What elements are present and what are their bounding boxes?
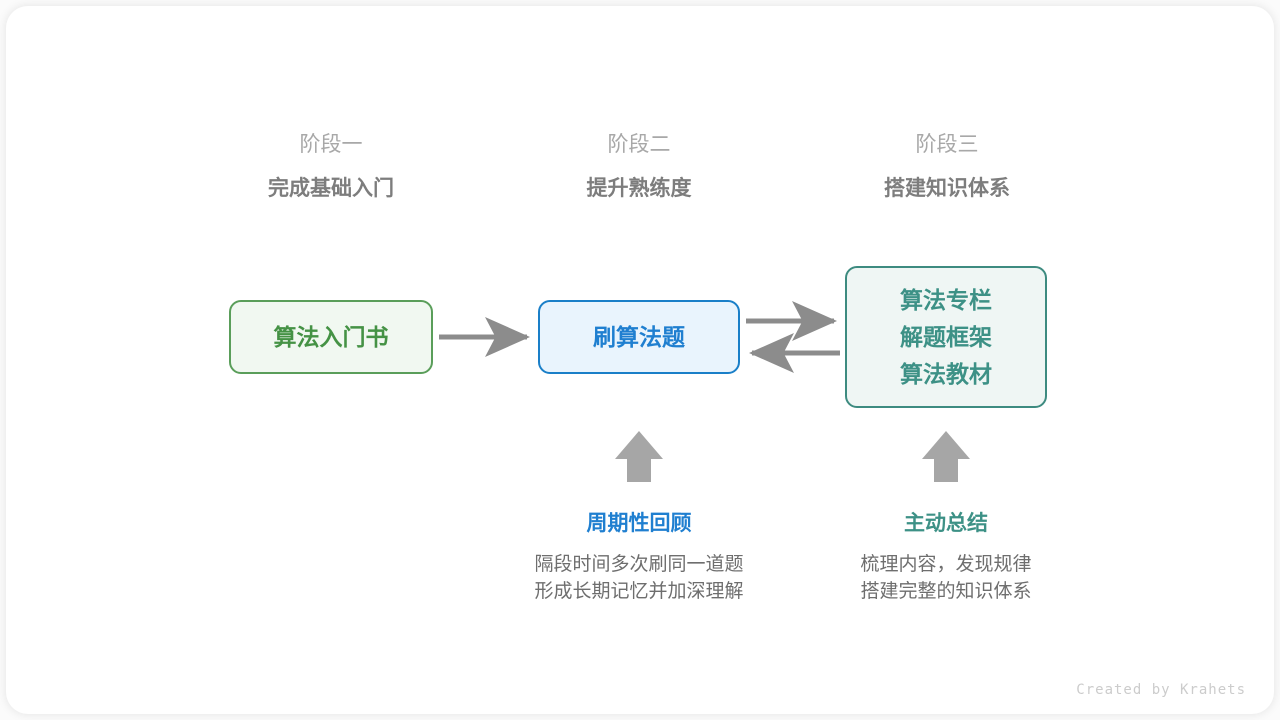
stage-index-2: 阶段二 xyxy=(607,133,671,156)
node-practice-line-1: 刷算法题 xyxy=(593,323,685,350)
annotation-summary-desc-line-2: 搭建完整的知识体系 xyxy=(860,581,1032,602)
credit-watermark: Created by Krahets xyxy=(1076,682,1246,698)
node-book-line-1: 算法入门书 xyxy=(273,323,389,350)
annotation-review-desc-line-2: 形成长期记忆并加深理解 xyxy=(534,581,744,602)
node-learning-resources[interactable]: 算法专栏 解题框架 算法教材 xyxy=(845,266,1047,408)
annotation-periodic-review: 周期性回顾 隔段时间多次刷同一道题 形成长期记忆并加深理解 xyxy=(479,509,799,605)
annotation-summary-title: 主动总结 xyxy=(904,512,988,535)
node-resources-line-2: 解题框架 xyxy=(900,323,992,350)
annotation-review-desc-line-1: 隔段时间多次刷同一道题 xyxy=(534,554,744,575)
annotation-active-summary: 主动总结 梳理内容，发现规律 搭建完整的知识体系 xyxy=(786,509,1106,605)
stage-title-2: 提升熟练度 xyxy=(586,177,692,200)
annotation-review-title: 周期性回顾 xyxy=(586,512,692,535)
node-algorithm-intro-book[interactable]: 算法入门书 xyxy=(229,300,433,374)
node-resources-line-3: 算法教材 xyxy=(900,360,992,387)
stage-index-3: 阶段三 xyxy=(915,133,979,156)
node-practice-problems[interactable]: 刷算法题 xyxy=(538,300,740,374)
stage-header-1: 阶段一 完成基础入门 xyxy=(201,130,461,205)
stage-header-2: 阶段二 提升熟练度 xyxy=(509,130,769,205)
node-resources-line-1: 算法专栏 xyxy=(900,286,992,313)
stage-header-3: 阶段三 搭建知识体系 xyxy=(817,130,1077,205)
annotation-summary-desc-line-1: 梳理内容，发现规律 xyxy=(860,554,1032,575)
stage-index-1: 阶段一 xyxy=(299,133,363,156)
stage-title-1: 完成基础入门 xyxy=(268,177,394,200)
stage-title-3: 搭建知识体系 xyxy=(884,177,1010,200)
